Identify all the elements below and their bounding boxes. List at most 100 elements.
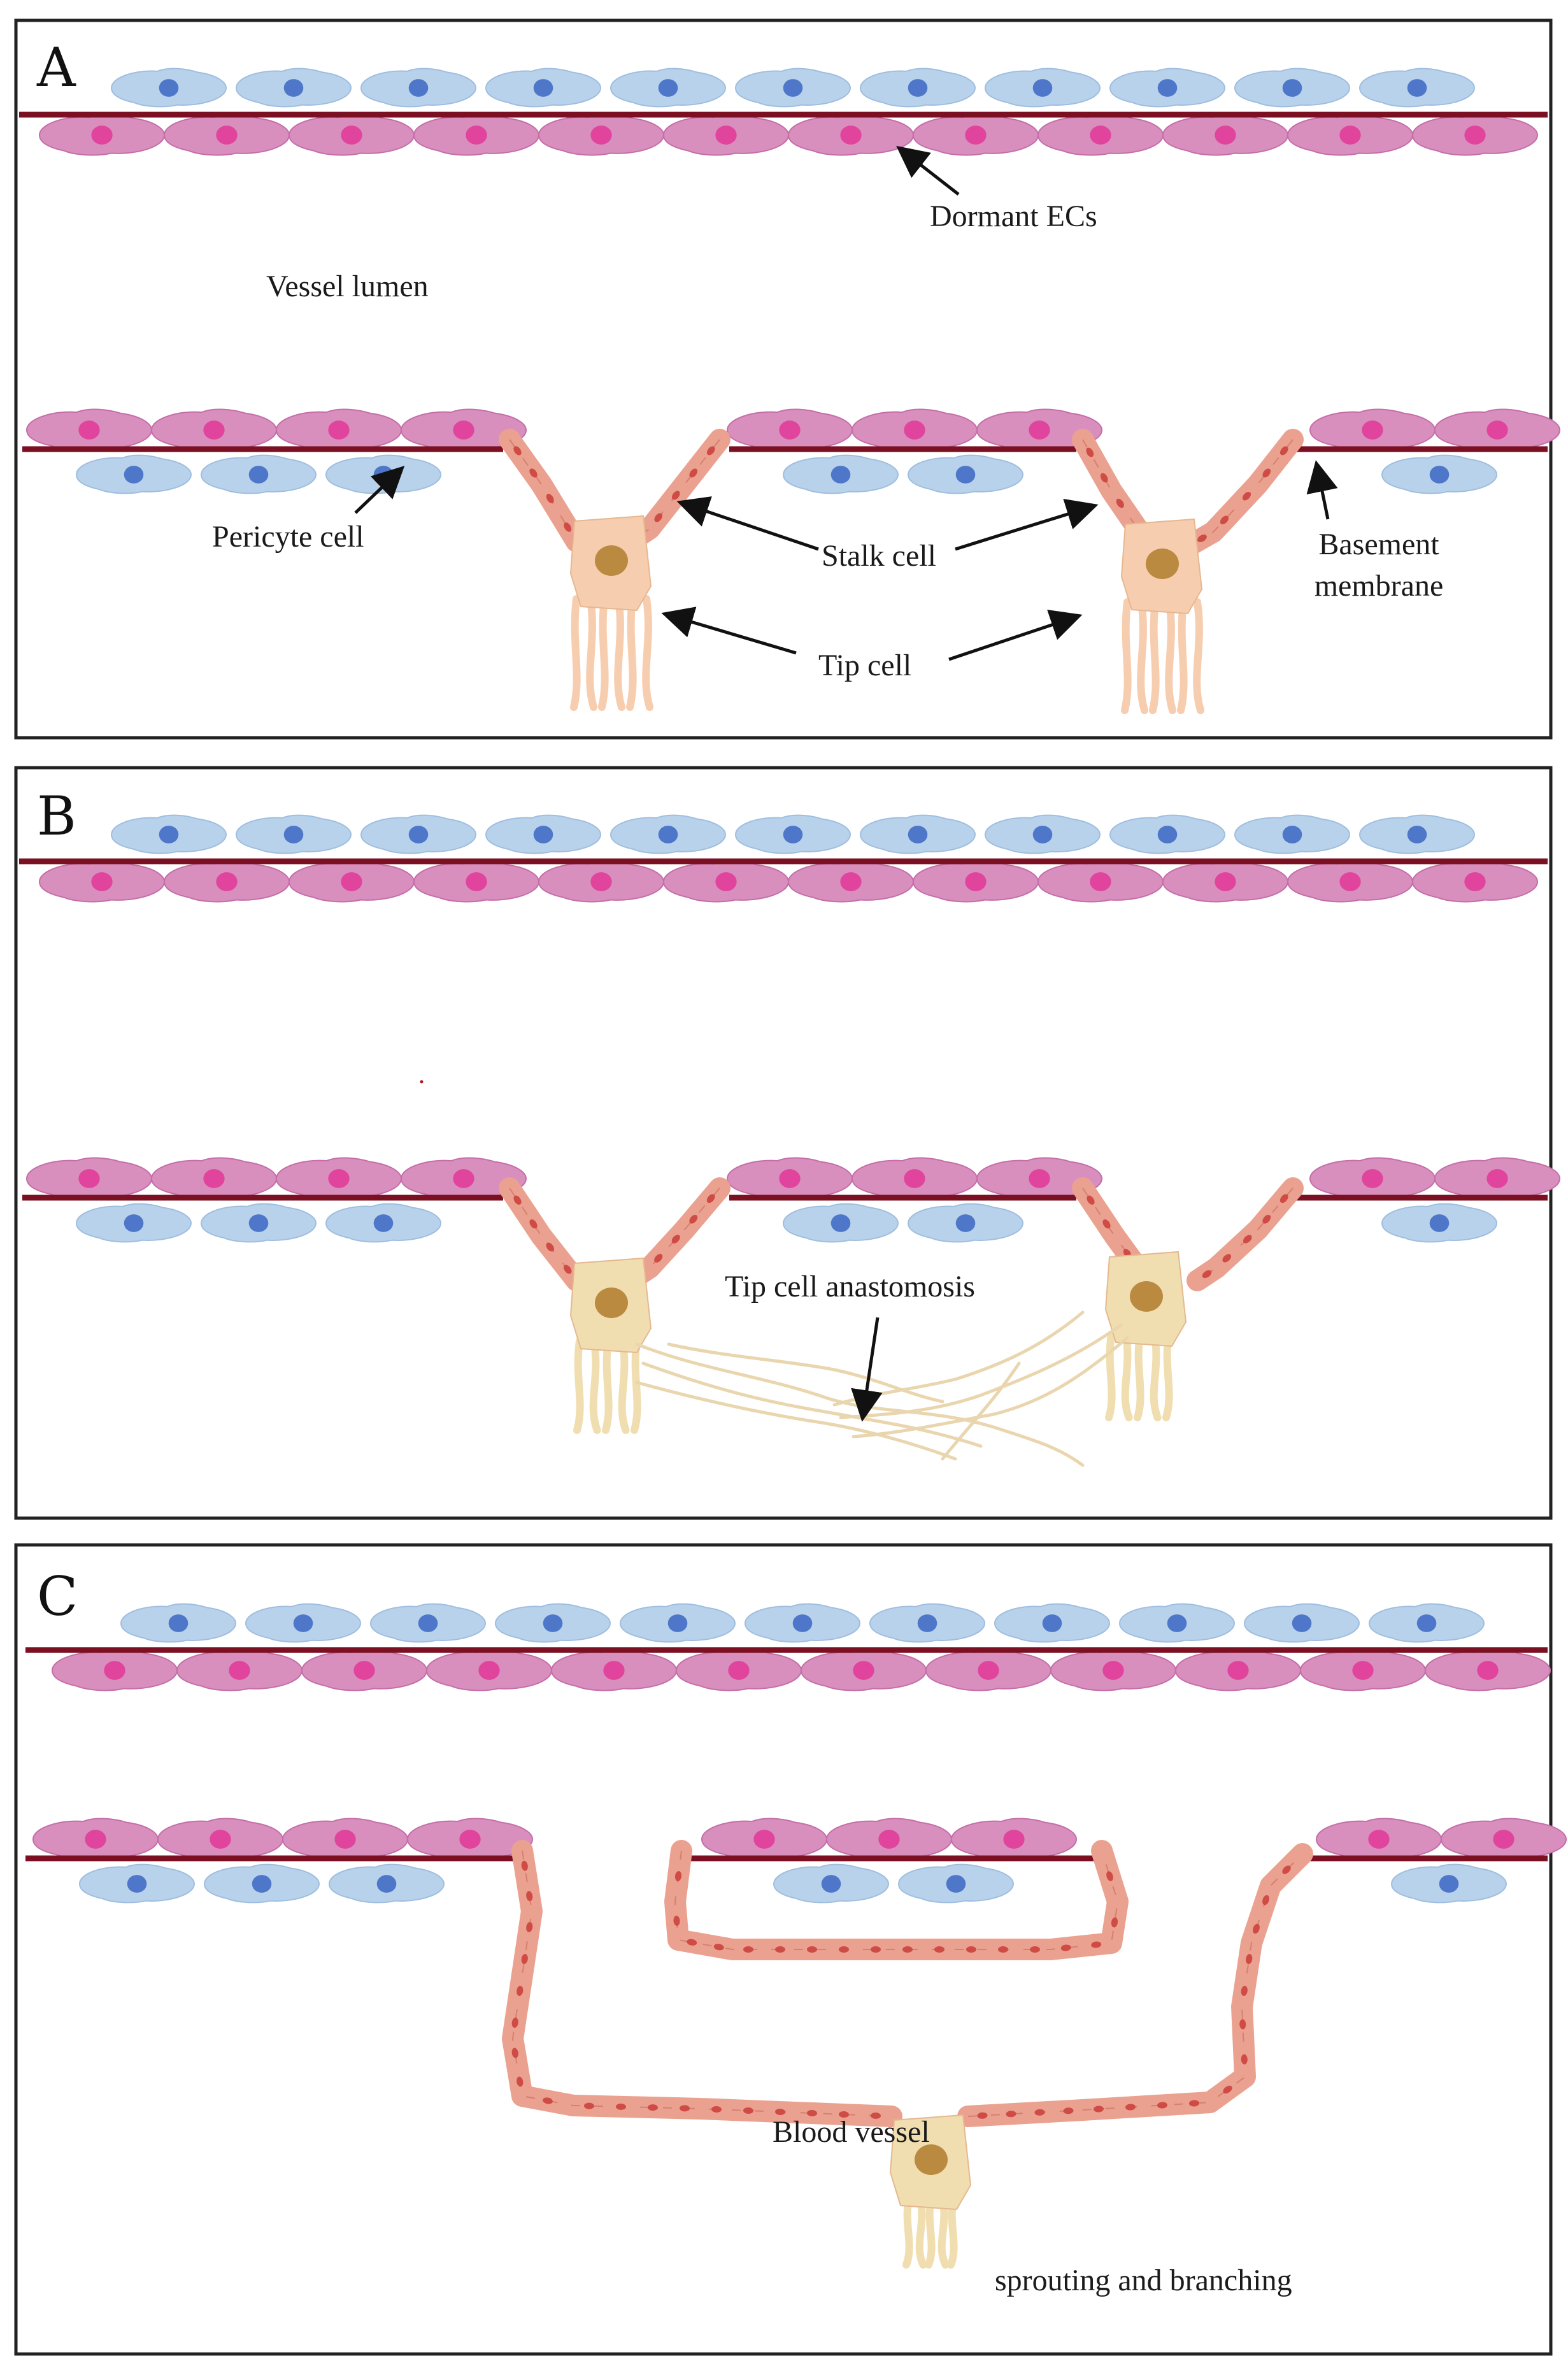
pericyte-cell: [609, 814, 727, 854]
pericyte-cell: [1109, 814, 1226, 854]
stalk-cell-nucleus: [511, 2048, 518, 2058]
stalk-cell-nucleus: [1034, 2109, 1045, 2116]
stalk-outline: [674, 1850, 1119, 1950]
stalk-cell-nucleus: [680, 2105, 690, 2112]
stalk-cell-nucleus: [1279, 1194, 1288, 1203]
pericyte-cell-nucleus: [248, 466, 269, 484]
pericyte-cell-nucleus: [792, 1614, 813, 1632]
endothelial-cell-nucleus: [203, 420, 225, 440]
endothelial-cell: [163, 113, 290, 156]
endothelial-cell: [406, 1818, 534, 1860]
endothelial-cell-nucleus: [328, 1169, 350, 1188]
stalk-cell-nucleus: [546, 494, 554, 503]
anastomosis-filopodia: [635, 1310, 1129, 1467]
endothelial-cell-nucleus: [1227, 1661, 1249, 1680]
endothelial-cell: [925, 1649, 1052, 1691]
endothelial-cell-nucleus: [353, 1661, 375, 1680]
stalk-cell-nucleus: [1279, 446, 1288, 456]
pericyte-cell-nucleus: [1032, 79, 1053, 97]
stalk-cell-nucleus: [1125, 2104, 1136, 2111]
endothelial-cell: [1162, 860, 1289, 903]
pericyte-cell-nucleus: [1439, 1875, 1459, 1893]
endothelial-cell-nucleus: [453, 420, 474, 440]
pericyte-cell: [75, 454, 192, 494]
pericyte-cell: [1381, 1203, 1498, 1243]
endothelial-cell: [912, 113, 1039, 156]
filopodium: [573, 1337, 584, 1434]
filopodium-strand: [641, 1361, 983, 1448]
endothelial-cell-nucleus: [1003, 1830, 1025, 1849]
endothelial-cell: [851, 408, 978, 451]
endothelial-cell: [550, 1649, 678, 1691]
endothelial-cell: [1424, 1649, 1551, 1691]
pericyte-cell: [369, 1603, 487, 1643]
stalk-cell-chain: [502, 1840, 902, 2127]
endothelial-cell: [150, 408, 278, 451]
endothelial-cell: [25, 1157, 153, 1200]
pericyte-cell-nucleus: [418, 1614, 438, 1632]
stalk-cell-nucleus: [743, 2107, 753, 2114]
top-vessel-wall: [19, 68, 1548, 156]
stalk-cell-nucleus: [526, 1922, 533, 1932]
stalk-cell-nucleus: [1202, 1270, 1212, 1279]
stalk-cell-nucleus: [807, 1946, 817, 1953]
endothelial-cell: [912, 860, 1039, 903]
pericyte-cell-nucleus: [124, 466, 144, 484]
pericyte-cell-nucleus: [1407, 79, 1427, 97]
pericyte-cell: [75, 1203, 192, 1243]
filopodium: [1105, 1331, 1116, 1421]
pericyte-cell-nucleus: [533, 79, 553, 97]
endothelial-cell: [662, 113, 790, 156]
stalk-cell-nucleus: [1262, 1214, 1271, 1224]
stalk-outline: [1190, 439, 1294, 545]
pericyte-cell-nucleus: [159, 826, 179, 843]
stalk-cell-nucleus: [711, 2106, 722, 2113]
arrow-tip-left: [661, 606, 797, 655]
filopodium: [1165, 598, 1176, 714]
filopodium: [631, 1337, 641, 1434]
pericyte-cell-nucleus: [658, 79, 678, 97]
filopodium: [598, 595, 609, 711]
filopodium: [1121, 598, 1132, 714]
endothelial-cell: [662, 860, 790, 903]
endothelial-cell-nucleus: [210, 1830, 231, 1849]
endothelial-cell: [150, 1157, 278, 1200]
arrow-anastomosis: [851, 1317, 883, 1422]
endothelial-cell-nucleus: [853, 1661, 874, 1680]
endothelial-cell: [1309, 408, 1436, 451]
pericyte-cell: [235, 814, 352, 854]
endothelial-cell: [425, 1649, 553, 1691]
stalk-cell-nucleus: [1241, 1986, 1248, 1996]
pericyte-cell: [1234, 814, 1351, 854]
panel-a-letter: A: [36, 36, 76, 99]
pericyte-cell: [494, 1603, 611, 1643]
endothelial-cell: [1162, 113, 1289, 156]
endothelial-cell: [288, 860, 415, 903]
endothelial-cell-nucleus: [1493, 1830, 1515, 1849]
pericyte-cell-nucleus: [955, 466, 976, 484]
pericyte-cell-nucleus: [908, 826, 928, 843]
tip-cell-right: [1120, 518, 1204, 714]
endothelial-cell-nucleus: [91, 126, 113, 145]
endothelial-cell-nucleus: [965, 126, 987, 145]
endothelial-cell: [301, 1649, 428, 1691]
arrow-basement: [1306, 460, 1338, 520]
pericyte-cell: [325, 1203, 442, 1243]
filopodium: [614, 595, 625, 711]
stalk-cell-chain: [1180, 429, 1304, 556]
stalk-cell-nucleus: [902, 1946, 913, 1953]
tip-cell-left: [569, 515, 653, 711]
stalk-cell-nucleus: [564, 522, 572, 532]
endothelial-cell-nucleus: [840, 872, 862, 891]
endothelial-cell: [726, 408, 853, 451]
endothelial-cell-nucleus: [590, 126, 612, 145]
stalk-cell-nucleus: [543, 2097, 553, 2104]
filopodium-strand: [941, 1361, 1021, 1461]
endothelial-cell-nucleus: [78, 1169, 100, 1188]
stalk-cell-nucleus: [706, 446, 715, 456]
tip-cell-nucleus: [915, 2144, 948, 2175]
endothelial-cell-nucleus: [85, 1830, 106, 1849]
pericyte-cell-nucleus: [408, 826, 429, 843]
filopodium: [618, 1337, 630, 1434]
label-sprouting-branching: sprouting and branching: [995, 2264, 1292, 2297]
